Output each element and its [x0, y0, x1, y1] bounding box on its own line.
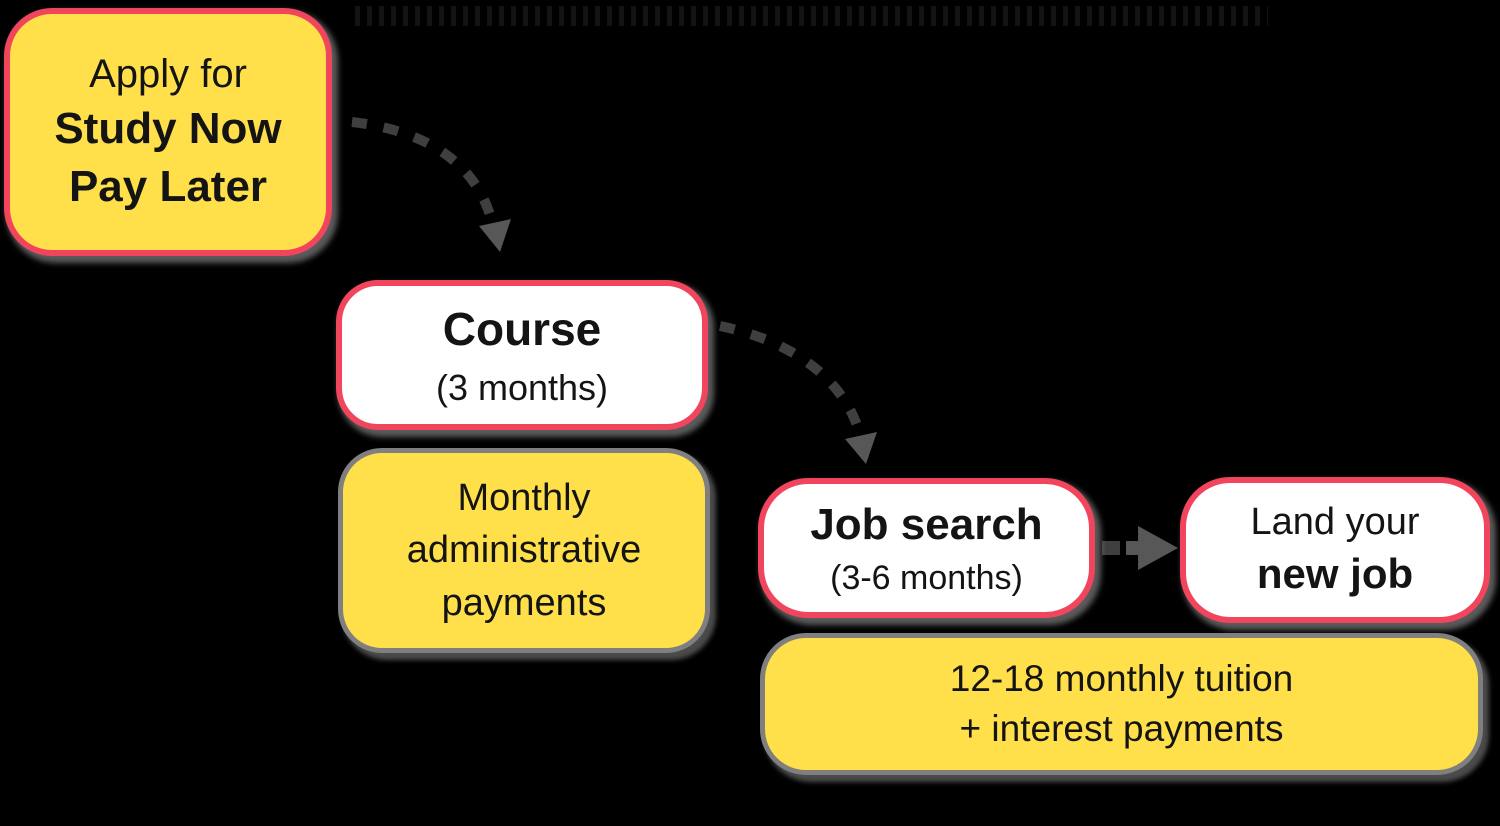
node-admin-line2: administrative	[406, 529, 642, 572]
faint-dashed-strip	[355, 6, 1268, 26]
node-land-line1: Land your	[1250, 501, 1420, 543]
node-admin-line3: payments	[441, 581, 607, 624]
node-course-title: Course	[442, 302, 602, 355]
curved-dashed-arrow-apply-to-course	[351, 117, 511, 252]
node-apply-line2: Study Now	[54, 104, 282, 154]
node-job-search: Job search (3-6 months)	[758, 478, 1095, 618]
node-job-search-duration: (3-6 months)	[830, 558, 1023, 597]
node-land-line2: new job	[1256, 550, 1414, 598]
node-job-search-title: Job search	[810, 499, 1043, 549]
node-tuition-line1: 12-18 monthly tuition	[949, 657, 1294, 699]
node-course: Course (3 months)	[336, 280, 708, 430]
node-course-duration: (3 months)	[435, 366, 609, 408]
node-admin-line1: Monthly	[457, 476, 591, 519]
node-land-your-new-job: Land your new job	[1180, 477, 1490, 623]
curved-dashed-arrow-course-to-job-search	[718, 321, 877, 464]
dashed-arrow-job-search-to-new-job	[1102, 526, 1178, 570]
node-apply-line1: Apply for	[89, 51, 247, 96]
node-apply-study-now-pay-later: Apply for Study Now Pay Later	[4, 8, 332, 256]
node-monthly-administrative-payments: Monthly administrative payments	[338, 448, 710, 653]
node-apply-line3: Pay Later	[68, 162, 268, 212]
node-tuition-interest-payments: 12-18 monthly tuition + interest payment…	[760, 633, 1483, 775]
node-tuition-line2: + interest payments	[959, 708, 1284, 749]
